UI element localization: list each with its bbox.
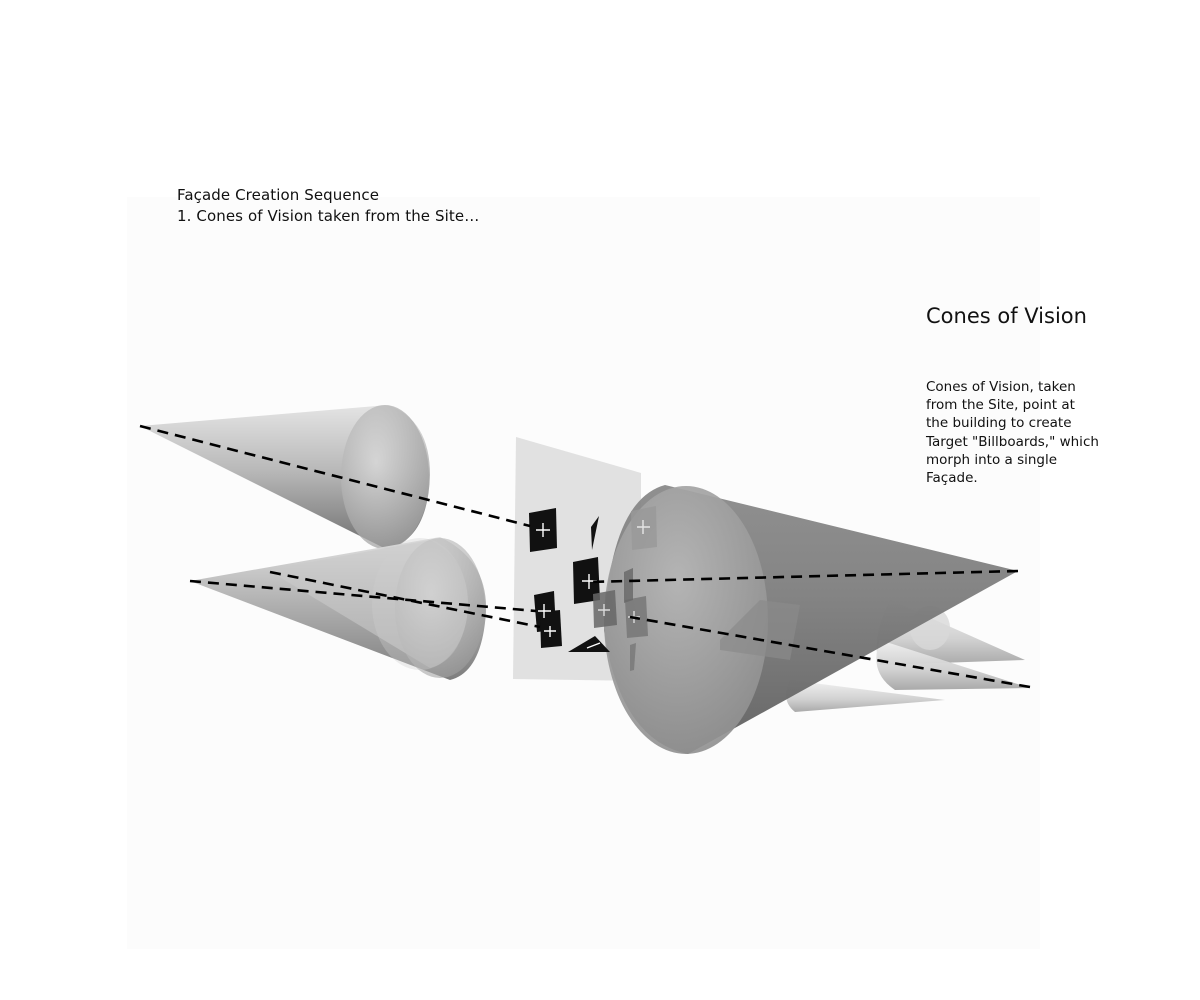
sightline-2 xyxy=(189,579,537,613)
billboard-6 xyxy=(568,636,610,652)
panel-heading: Cones of Vision xyxy=(926,304,1087,328)
cone-middle-left xyxy=(190,537,487,680)
billboard-9 xyxy=(631,506,657,550)
sequence-caption: Façade Creation Sequence 1. Cones of Vis… xyxy=(177,185,479,227)
sightline-5 xyxy=(629,615,1031,689)
billboard-7 xyxy=(593,590,617,628)
cone-large-right xyxy=(604,485,1018,754)
panel-description: Cones of Vision, taken from the Site, po… xyxy=(926,379,1099,487)
billboard-10 xyxy=(624,568,633,603)
sightlines xyxy=(139,424,1031,689)
sightline-1 xyxy=(139,424,531,528)
billboard-2 xyxy=(591,516,599,550)
billboard-5 xyxy=(540,610,562,648)
sequence-step: 1. Cones of Vision taken from the Site… xyxy=(177,207,480,225)
sequence-title: Façade Creation Sequence xyxy=(177,186,380,204)
cone-upper-left xyxy=(140,405,430,549)
sightline-3 xyxy=(269,570,541,629)
billboard-crosshairs xyxy=(536,520,650,649)
billboard-11 xyxy=(630,643,636,671)
